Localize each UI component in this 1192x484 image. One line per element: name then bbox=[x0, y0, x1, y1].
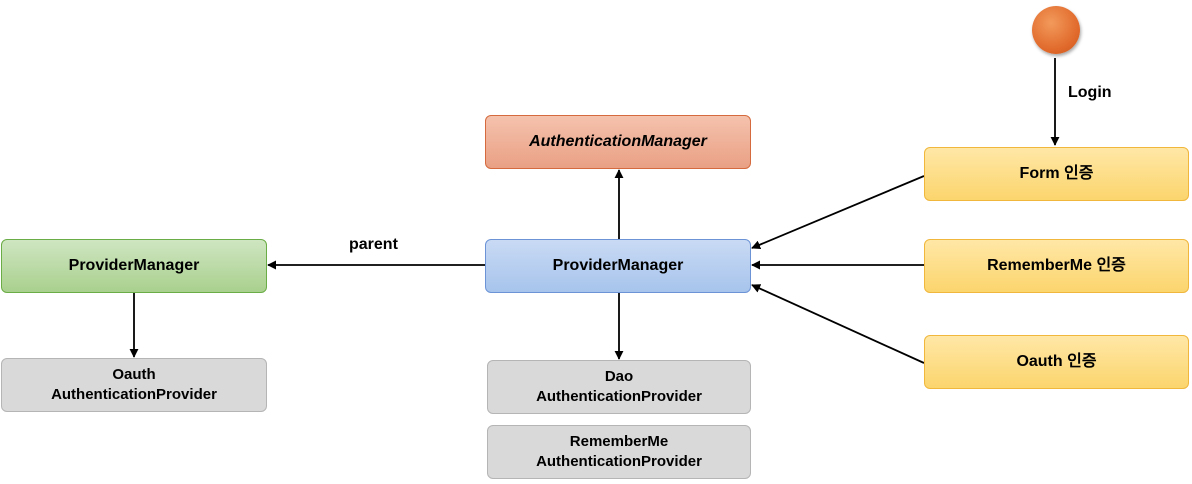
edge-label-parent: parent bbox=[349, 236, 398, 253]
edge-oauth-to-main bbox=[751, 284, 925, 364]
dao-authentication-provider-node: Dao AuthenticationProvider bbox=[487, 360, 751, 414]
rememberme-auth-label: RememberMe 인증 bbox=[987, 257, 1126, 275]
dao-authentication-provider-label: Dao AuthenticationProvider bbox=[536, 367, 702, 405]
authentication-manager-node: AuthenticationManager bbox=[485, 115, 751, 169]
oauth-auth-label: Oauth 인증 bbox=[1016, 353, 1097, 371]
oauth-auth-node: Oauth 인증 bbox=[924, 335, 1189, 389]
provider-manager-main-node: ProviderManager bbox=[485, 239, 751, 293]
rememberme-auth-node: RememberMe 인증 bbox=[924, 239, 1189, 293]
oauth-authentication-provider-label: Oauth AuthenticationProvider bbox=[51, 365, 217, 403]
oauth-authentication-provider-node: Oauth AuthenticationProvider bbox=[1, 358, 267, 412]
provider-manager-parent-label: ProviderManager bbox=[68, 257, 200, 275]
rememberme-authentication-provider-label: RememberMe AuthenticationProvider bbox=[536, 432, 702, 470]
form-auth-node: Form 인증 bbox=[924, 147, 1189, 201]
edge-label-login: Login bbox=[1068, 84, 1112, 101]
provider-manager-parent-node: ProviderManager bbox=[1, 239, 267, 293]
form-auth-label: Form 인증 bbox=[1019, 165, 1094, 183]
edge-form-to-main bbox=[751, 175, 925, 250]
provider-manager-main-label: ProviderManager bbox=[552, 257, 684, 275]
start-node-circle bbox=[1032, 6, 1080, 54]
rememberme-authentication-provider-node: RememberMe AuthenticationProvider bbox=[487, 425, 751, 479]
authentication-manager-label: AuthenticationManager bbox=[529, 133, 707, 151]
